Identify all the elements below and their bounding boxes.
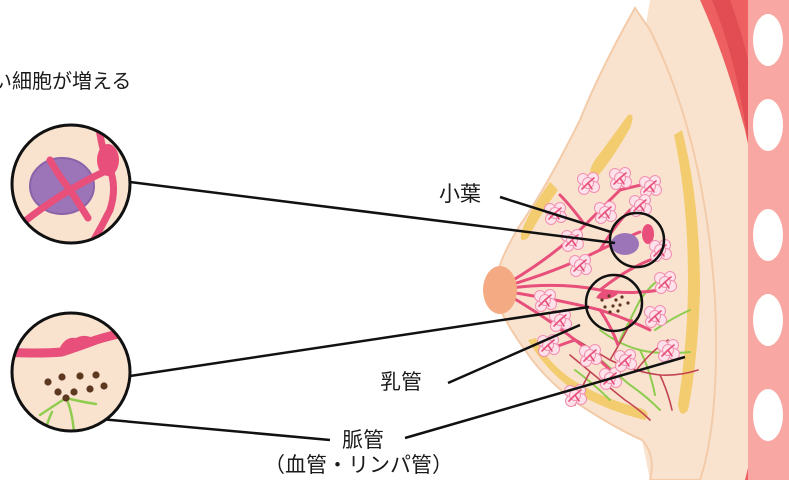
fat-layer-outer (520, 182, 558, 241)
leader-duct (447, 323, 581, 385)
zoom1-border (10, 123, 132, 245)
breast-skin (496, 6, 717, 480)
leader-vessel (404, 355, 686, 440)
leader-lobule (499, 195, 612, 234)
rib-2 (753, 99, 783, 151)
fat-layer-upper (590, 114, 633, 178)
leader-lines (99, 180, 686, 442)
lobule-cluster (577, 172, 600, 195)
rib-1 (753, 14, 783, 66)
lobule-cluster (657, 339, 680, 362)
breast (483, 6, 717, 480)
leader-zoom2 (129, 305, 590, 378)
label-lobule: 小葉 (437, 182, 483, 206)
zoom-circle-lobule (10, 123, 132, 245)
dots-in-duct (600, 294, 630, 314)
tumor-in-lobule (611, 233, 639, 255)
lobule-cluster (654, 271, 677, 294)
rib-4 (753, 294, 783, 346)
rib-5 (753, 389, 783, 441)
zoom2-duct-bulge (58, 335, 96, 353)
lobule-cluster (569, 254, 592, 277)
lobule-cluster (614, 349, 637, 372)
highlight-circle-duct (584, 273, 644, 333)
zoom2-vessels (38, 396, 98, 431)
fat-layer-lower (528, 338, 648, 420)
lobule-cluster (549, 309, 572, 332)
zoom1-tumor (29, 157, 95, 215)
highlight-circle-lobule (608, 211, 666, 269)
lobule-cluster (649, 239, 672, 262)
nipple (483, 266, 517, 314)
lobule-cluster (534, 289, 557, 312)
leader-zoom2-vessel (99, 417, 331, 442)
zoom-circle-duct (10, 311, 132, 433)
lobule-cluster (579, 344, 602, 367)
lobule-cluster (644, 305, 667, 328)
zoom2-border (10, 311, 132, 433)
zoom1-duct-bulge (97, 144, 119, 176)
lobule-cluster (561, 229, 584, 252)
lobule-cluster (594, 201, 617, 224)
label-vessel: 脈管 (340, 428, 386, 452)
zoom2-dots (44, 371, 108, 402)
lobule-cluster (609, 167, 632, 190)
label-vessel-sub: （血管・リンパ管） (262, 453, 455, 477)
rib-3 (753, 209, 783, 261)
leader-zoom1 (129, 180, 616, 245)
ribs (753, 14, 783, 441)
caption-cells-increase: い細胞が増える (0, 71, 134, 91)
fat-layer-deep (674, 130, 700, 414)
lobule-cluster (639, 175, 662, 198)
zoom1-duct-branch (16, 125, 117, 243)
label-milk-duct: 乳管 (378, 370, 424, 394)
